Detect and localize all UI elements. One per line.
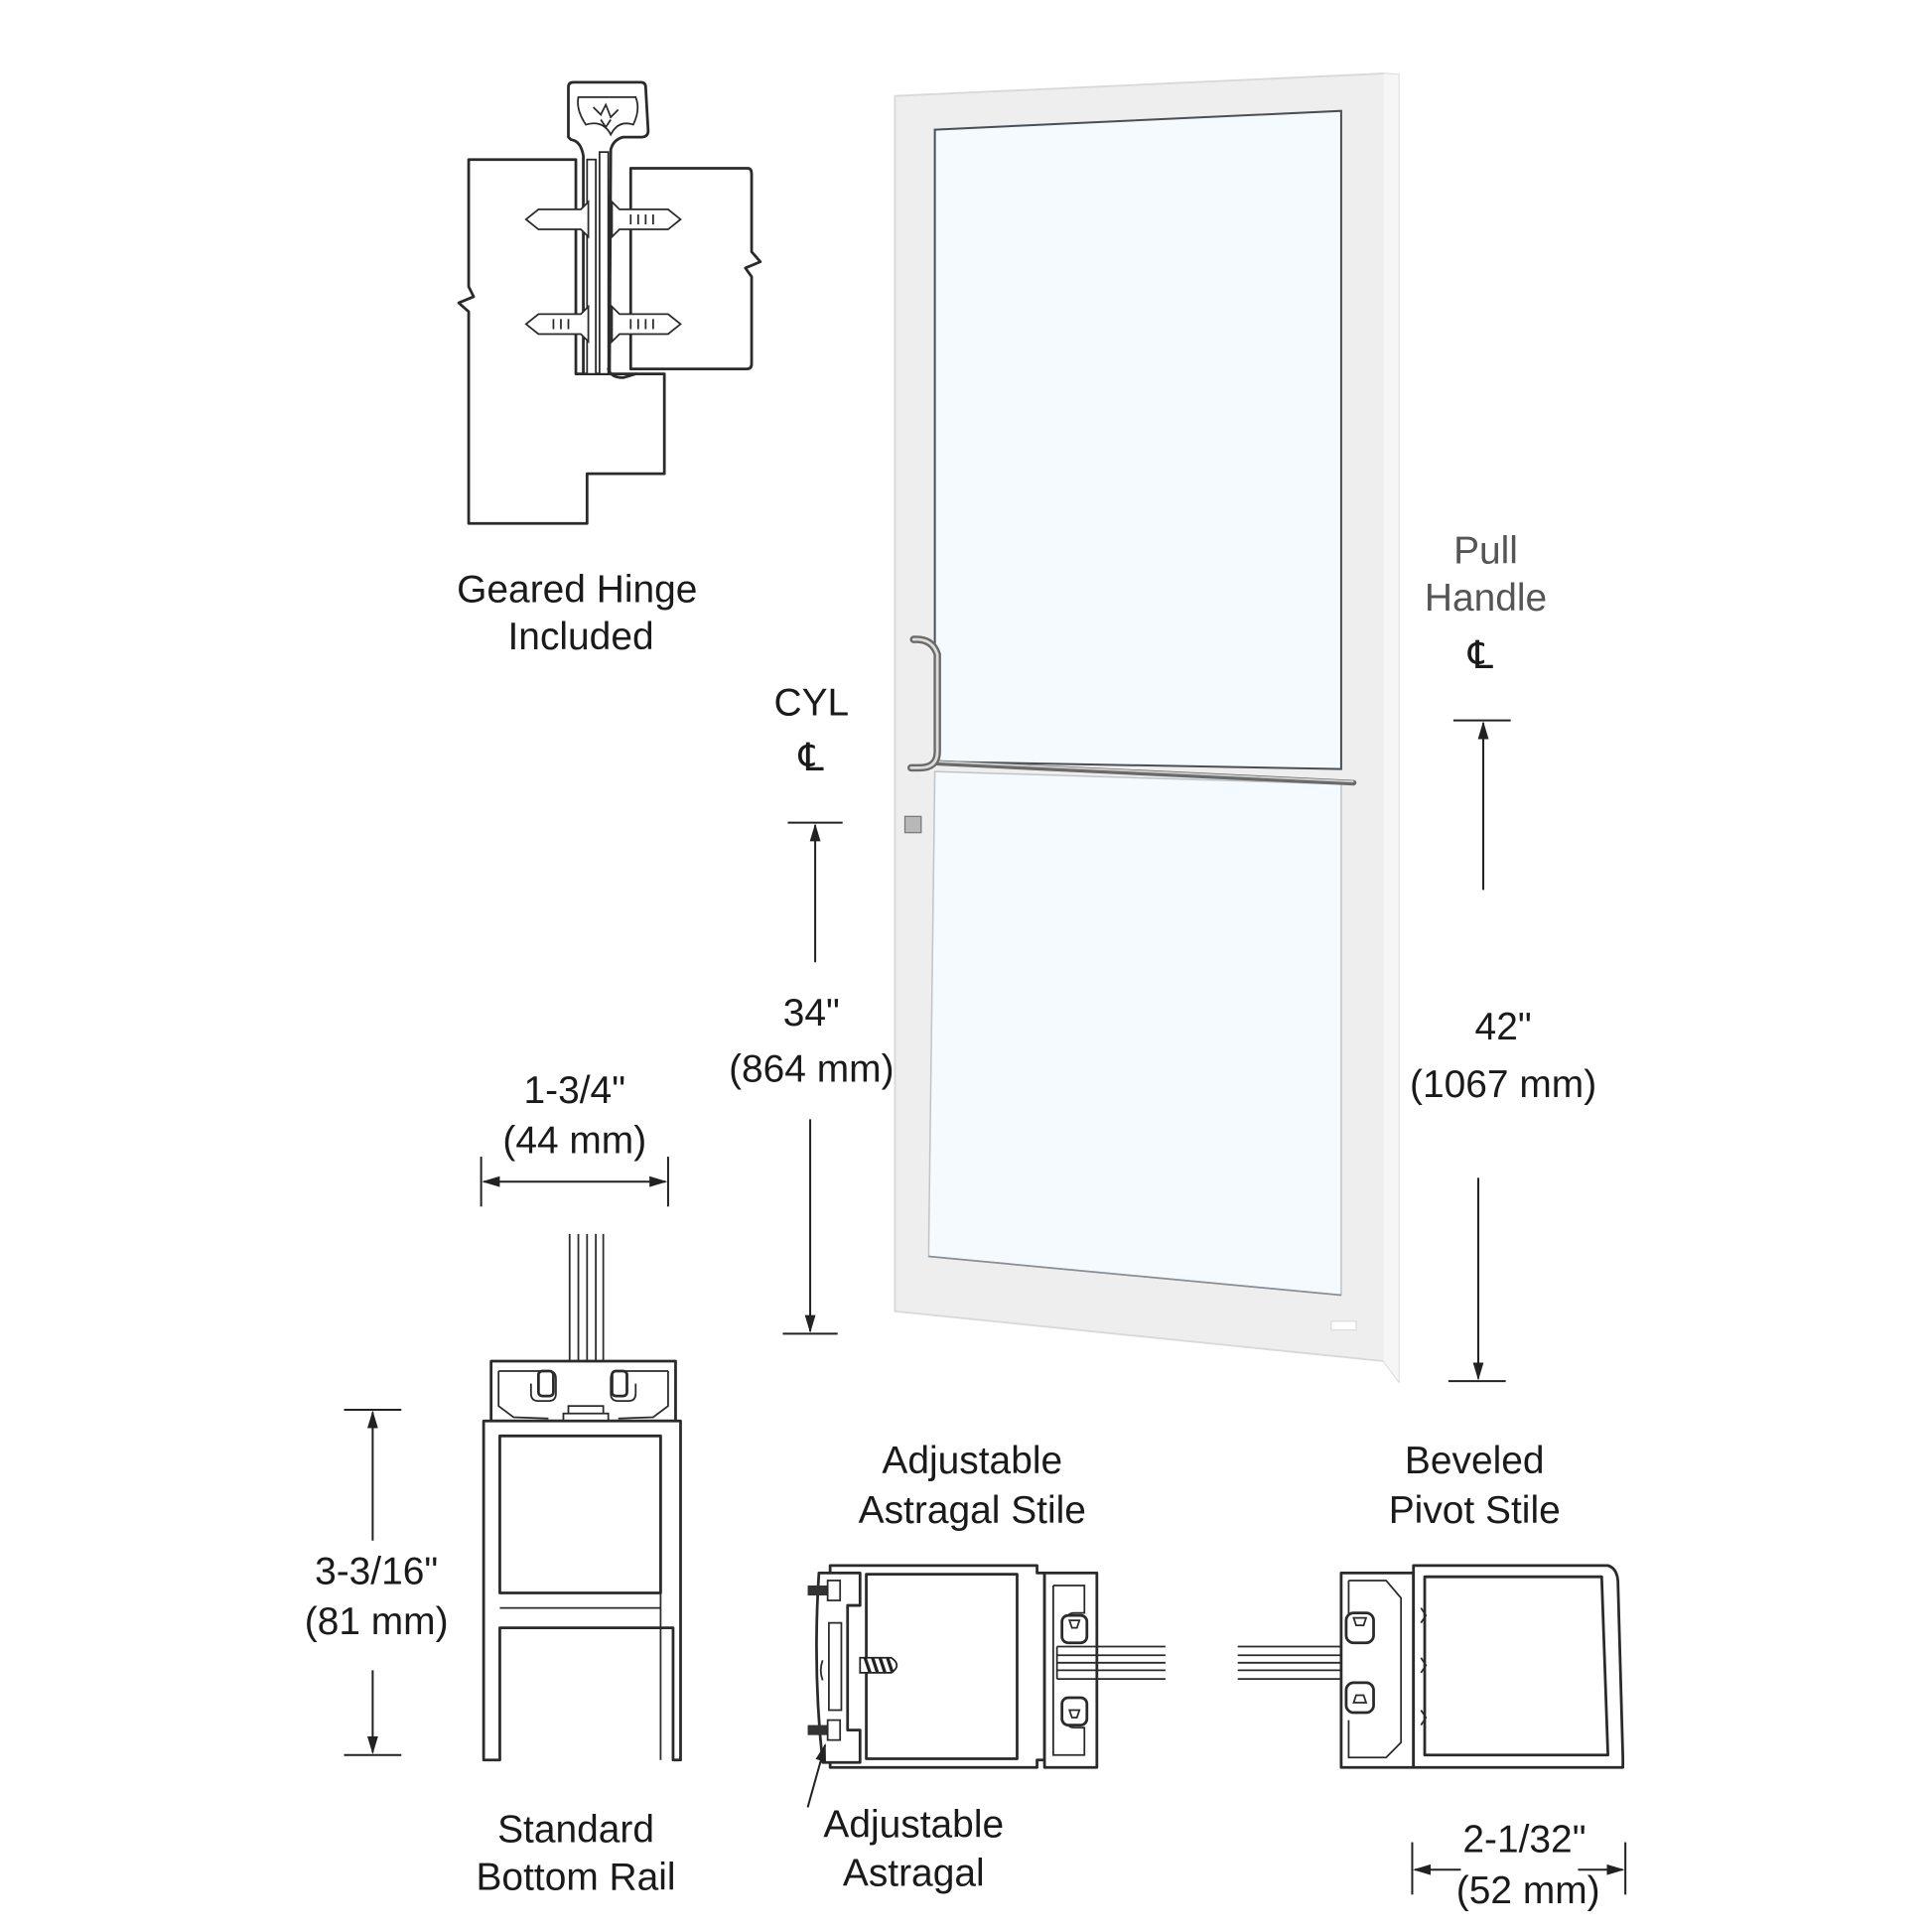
pull-height-inches: 42": [1475, 1006, 1532, 1048]
pull-height-dimension: [1448, 719, 1511, 1383]
cyl-label: CYL: [773, 682, 849, 725]
rail-height-mm: (81 mm): [305, 1600, 449, 1643]
rail-height-dimension: [344, 1408, 402, 1756]
pull-height-mm: (1067 mm): [1410, 1063, 1596, 1106]
bottom-rail-label-line2: Bottom Rail: [476, 1856, 675, 1898]
geared-hinge-detail: [457, 80, 762, 525]
astragal-label-line1: Adjustable: [823, 1804, 1004, 1847]
adjustment-screw-icon: [807, 1580, 842, 1741]
rail-depth-mm: (44 mm): [502, 1119, 646, 1162]
stile-width-mm: (52 mm): [1456, 1869, 1600, 1912]
rail-depth-dimension: [480, 1157, 669, 1207]
astragal-stile-label-line1: Adjustable: [882, 1440, 1062, 1482]
cyl-centerline-icon: ℄: [798, 737, 824, 779]
hinge-screw-icon: [524, 200, 682, 345]
cylinder-lock: [903, 815, 922, 834]
rail-height-inches: 3-3/16": [315, 1551, 438, 1593]
hinge-label-line2: Included: [508, 616, 654, 658]
bottom-rail-label-line1: Standard: [497, 1809, 654, 1852]
cyl-height-dimension: [782, 821, 843, 1335]
pivot-stile-label-line1: Beveled: [1405, 1440, 1545, 1482]
stile-width-inches: 2-1/32": [1462, 1819, 1586, 1862]
screw-icon: [859, 1656, 898, 1674]
cyl-height-mm: (864 mm): [729, 1048, 894, 1091]
pivot-stile-section: [1237, 1564, 1625, 1769]
bottom-rail-section: [482, 1233, 682, 1762]
astragal-stile-section: [807, 1564, 1166, 1769]
pull-label-line1: Pull: [1453, 529, 1518, 572]
door-elevation: [894, 72, 1400, 1384]
stile-width-dimension: [1411, 1842, 1627, 1895]
glass-panel-lower: [927, 770, 1342, 1297]
push-bar: [934, 759, 1357, 786]
glass-panel-upper: [933, 109, 1342, 770]
rail-depth-inches: 1-3/4": [524, 1069, 626, 1112]
pull-centerline-icon: ℄: [1467, 634, 1493, 677]
pivot-stile-label-line2: Pivot Stile: [1389, 1489, 1561, 1532]
astragal-label-line2: Astragal: [843, 1853, 985, 1895]
astragal-stile-label-line2: Astragal Stile: [859, 1489, 1086, 1532]
pull-label-line2: Handle: [1425, 577, 1547, 620]
cyl-height-inches: 34": [783, 992, 840, 1035]
hinge-label-line1: Geared Hinge: [457, 568, 697, 611]
